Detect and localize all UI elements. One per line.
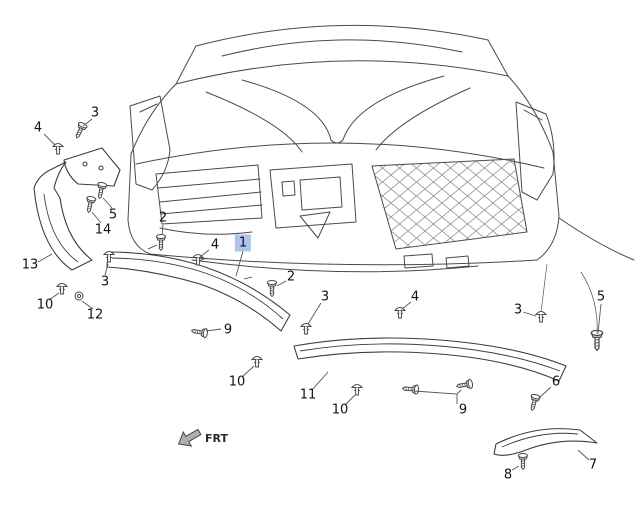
callout-9-right[interactable]: 9 [458,402,468,418]
leader-lines [37,118,602,471]
car-body-outline [127,24,635,273]
callout-10-left[interactable]: 10 [36,297,54,313]
callout-2-center[interactable]: 2 [286,269,296,285]
callout-4-upper-left[interactable]: 4 [33,120,43,136]
callout-11[interactable]: 11 [299,387,317,403]
grille-mesh [371,158,528,250]
callout-5-right[interactable]: 5 [596,289,606,305]
callout-5-left[interactable]: 5 [108,207,118,223]
callout-4-center[interactable]: 4 [210,237,220,253]
callout-12[interactable]: 12 [86,307,104,323]
callout-2-left[interactable]: 2 [158,210,168,226]
frt-arrow-icon [177,428,202,447]
callout-10-center[interactable]: 10 [228,374,246,390]
callout-13[interactable]: 13 [21,257,39,273]
callout-9-left[interactable]: 9 [223,322,233,338]
callout-10-right[interactable]: 10 [331,402,349,418]
callout-14[interactable]: 14 [94,222,112,238]
callout-1-selected[interactable]: 1 [234,234,252,252]
callout-3-upper-left[interactable]: 3 [90,105,100,121]
callout-3-right[interactable]: 3 [513,302,523,318]
callout-3-left-lower[interactable]: 3 [100,274,110,290]
splitter-parts [33,147,598,456]
callout-4-right[interactable]: 4 [410,289,420,305]
frt-label: FRT [205,431,228,445]
callout-3-center[interactable]: 3 [320,289,330,305]
callout-8[interactable]: 8 [503,467,513,483]
callout-6[interactable]: 6 [551,374,561,390]
callout-7[interactable]: 7 [588,457,598,473]
frt-direction-indicator: FRT [176,426,228,450]
